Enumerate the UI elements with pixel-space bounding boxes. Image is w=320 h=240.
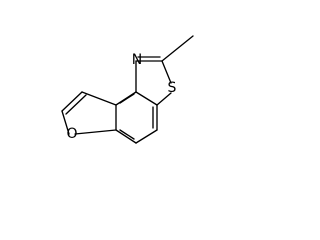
bond-c5-c6 <box>115 129 137 144</box>
bond-c7-c8-inner <box>65 94 87 115</box>
bond-c2-c3 <box>135 91 158 106</box>
nitrogen-atom: N <box>132 52 142 68</box>
oxygen-atom: O <box>66 126 77 142</box>
bond-c-s <box>161 60 172 84</box>
bond-s-c3 <box>156 92 172 106</box>
bond-c4-c5 <box>135 129 158 144</box>
bond-c5-c6-inner <box>119 129 135 140</box>
bond-c8-o <box>61 110 70 135</box>
molecule-canvas: N S O <box>61 35 194 144</box>
bond-o-c6 <box>74 129 117 135</box>
bond-methyl <box>161 35 194 62</box>
structure-diagram: N S O <box>61 35 194 144</box>
bond-c7-c8 <box>61 91 83 112</box>
bond-c1-c7 <box>81 91 117 106</box>
bond-c1-c2-inner <box>119 93 135 104</box>
sulfur-atom: S <box>168 80 177 96</box>
